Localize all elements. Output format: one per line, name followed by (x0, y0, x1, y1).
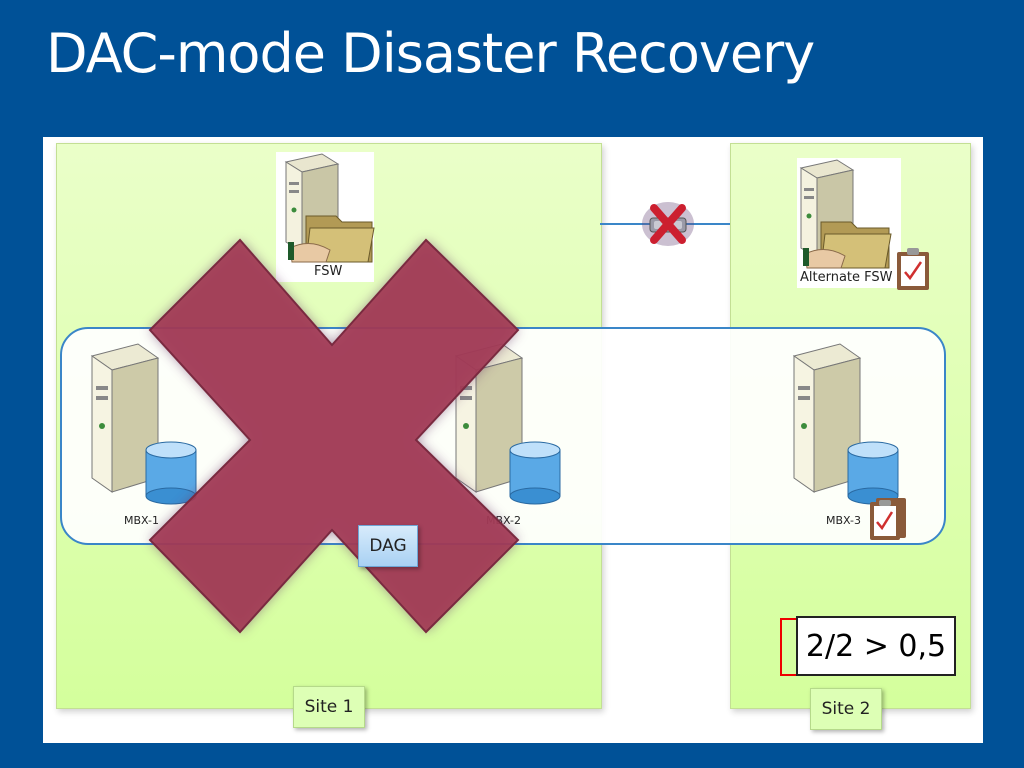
alternate-fsw-node: Alternate FSW (797, 158, 937, 292)
fsw-node: FSW (276, 152, 375, 282)
database-icon (847, 441, 899, 505)
mbx-2-server: MBX-2 (452, 342, 562, 532)
alternate-fsw-label: Alternate FSW (800, 270, 893, 285)
checklist-icon (897, 248, 929, 290)
broken-link-icon (640, 198, 696, 250)
site-2-label: Site 2 (810, 688, 882, 730)
site-1-label: Site 1 (293, 686, 365, 728)
mbx-3-server: MBX-3 (790, 342, 920, 542)
slide-title: DAC-mode Disaster Recovery (46, 22, 815, 85)
database-icon (509, 441, 561, 505)
quorum-previous-frame (780, 618, 798, 676)
mbx-1-server: MBX-1 (88, 342, 198, 532)
fsw-label: FSW (314, 264, 343, 279)
checklist-icon (870, 498, 906, 540)
mbx-3-label: MBX-3 (826, 514, 861, 527)
database-icon (145, 441, 197, 505)
folder-icon (803, 221, 892, 269)
mbx-1-label: MBX-1 (124, 514, 159, 527)
server-icon (90, 343, 160, 493)
dag-label: DAG (358, 525, 418, 567)
quorum-expression: 2/2 > 0,5 (796, 616, 956, 676)
mbx-2-label: MBX-2 (486, 514, 521, 527)
